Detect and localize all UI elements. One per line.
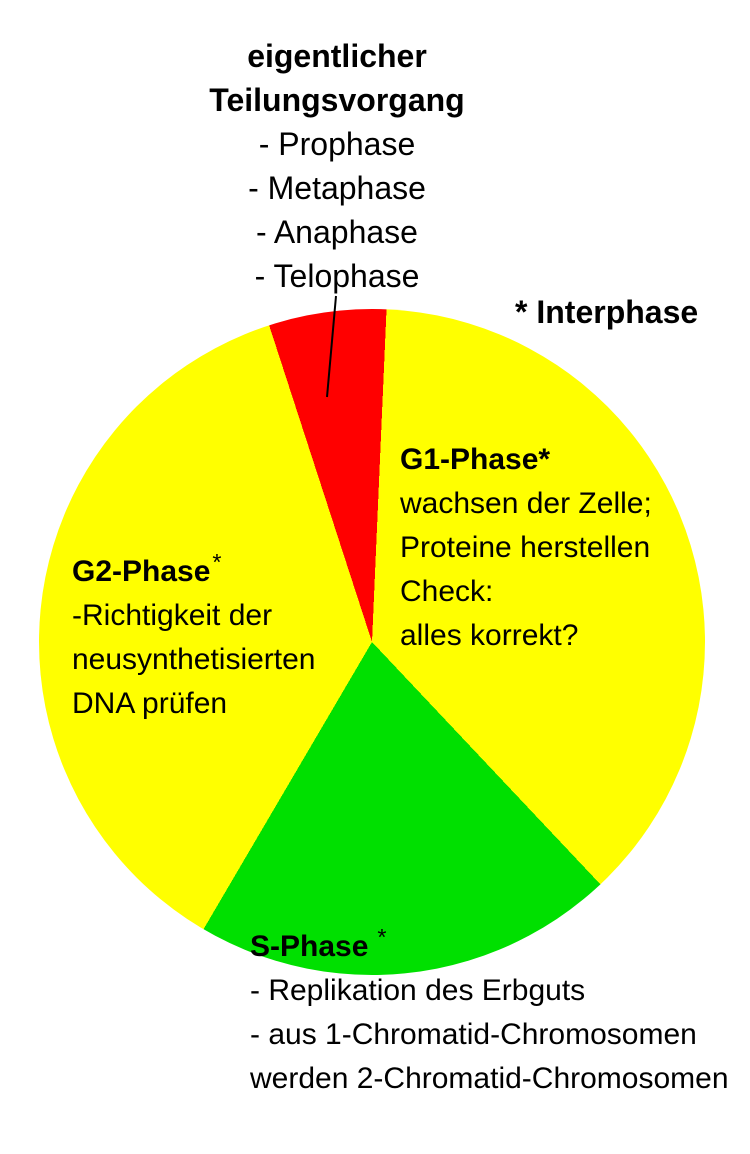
g1-phase-line: wachsen der Zelle;	[400, 487, 652, 520]
s-phase-line: werden 2-Chromatid-Chromosomen	[250, 1062, 729, 1095]
s-phase-name: S-Phase	[250, 930, 369, 963]
g2-phase-line: neusynthetisierten	[72, 643, 316, 676]
callout-title-line1: eigentlicher	[247, 38, 427, 74]
pie-chart	[39, 309, 705, 975]
division-callout: eigentlicher Teilungsvorgang - Prophase …	[117, 34, 557, 298]
callout-title-line2: Teilungsvorgang	[209, 82, 465, 118]
s-asterisk: *	[377, 924, 387, 950]
g2-phase-name: G2-Phase	[72, 555, 211, 588]
g1-phase-title: G1-Phase*	[400, 443, 551, 476]
g1-phase-line: Proteine herstellen	[400, 531, 651, 564]
callout-item-metaphase: - Metaphase	[248, 170, 426, 206]
g2-phase-annotation: G2-Phase* -Richtigkeit der neusynthetisi…	[72, 550, 316, 726]
g1-phase-line: alles korrekt?	[400, 619, 579, 652]
s-phase-title: S-Phase *	[250, 925, 729, 969]
interphase-label: * Interphase	[515, 294, 699, 330]
s-phase-line: - Replikation des Erbguts	[250, 974, 586, 1007]
g1-phase-annotation: G1-Phase* wachsen der Zelle; Proteine he…	[400, 438, 652, 658]
g2-phase-title: G2-Phase*	[72, 550, 316, 594]
s-phase-line: - aus 1-Chromatid-Chromosomen	[250, 1018, 697, 1051]
callout-item-anaphase: - Anaphase	[256, 214, 418, 250]
g2-phase-line: DNA prüfen	[72, 687, 228, 720]
g2-phase-line: -Richtigkeit der	[72, 599, 273, 632]
callout-item-telophase: - Telophase	[254, 258, 420, 294]
s-phase-annotation: S-Phase * - Replikation des Erbguts - aus…	[250, 925, 729, 1101]
g2-asterisk: *	[212, 549, 222, 575]
g1-phase-line: Check:	[400, 575, 494, 608]
callout-item-prophase: - Prophase	[258, 126, 416, 162]
